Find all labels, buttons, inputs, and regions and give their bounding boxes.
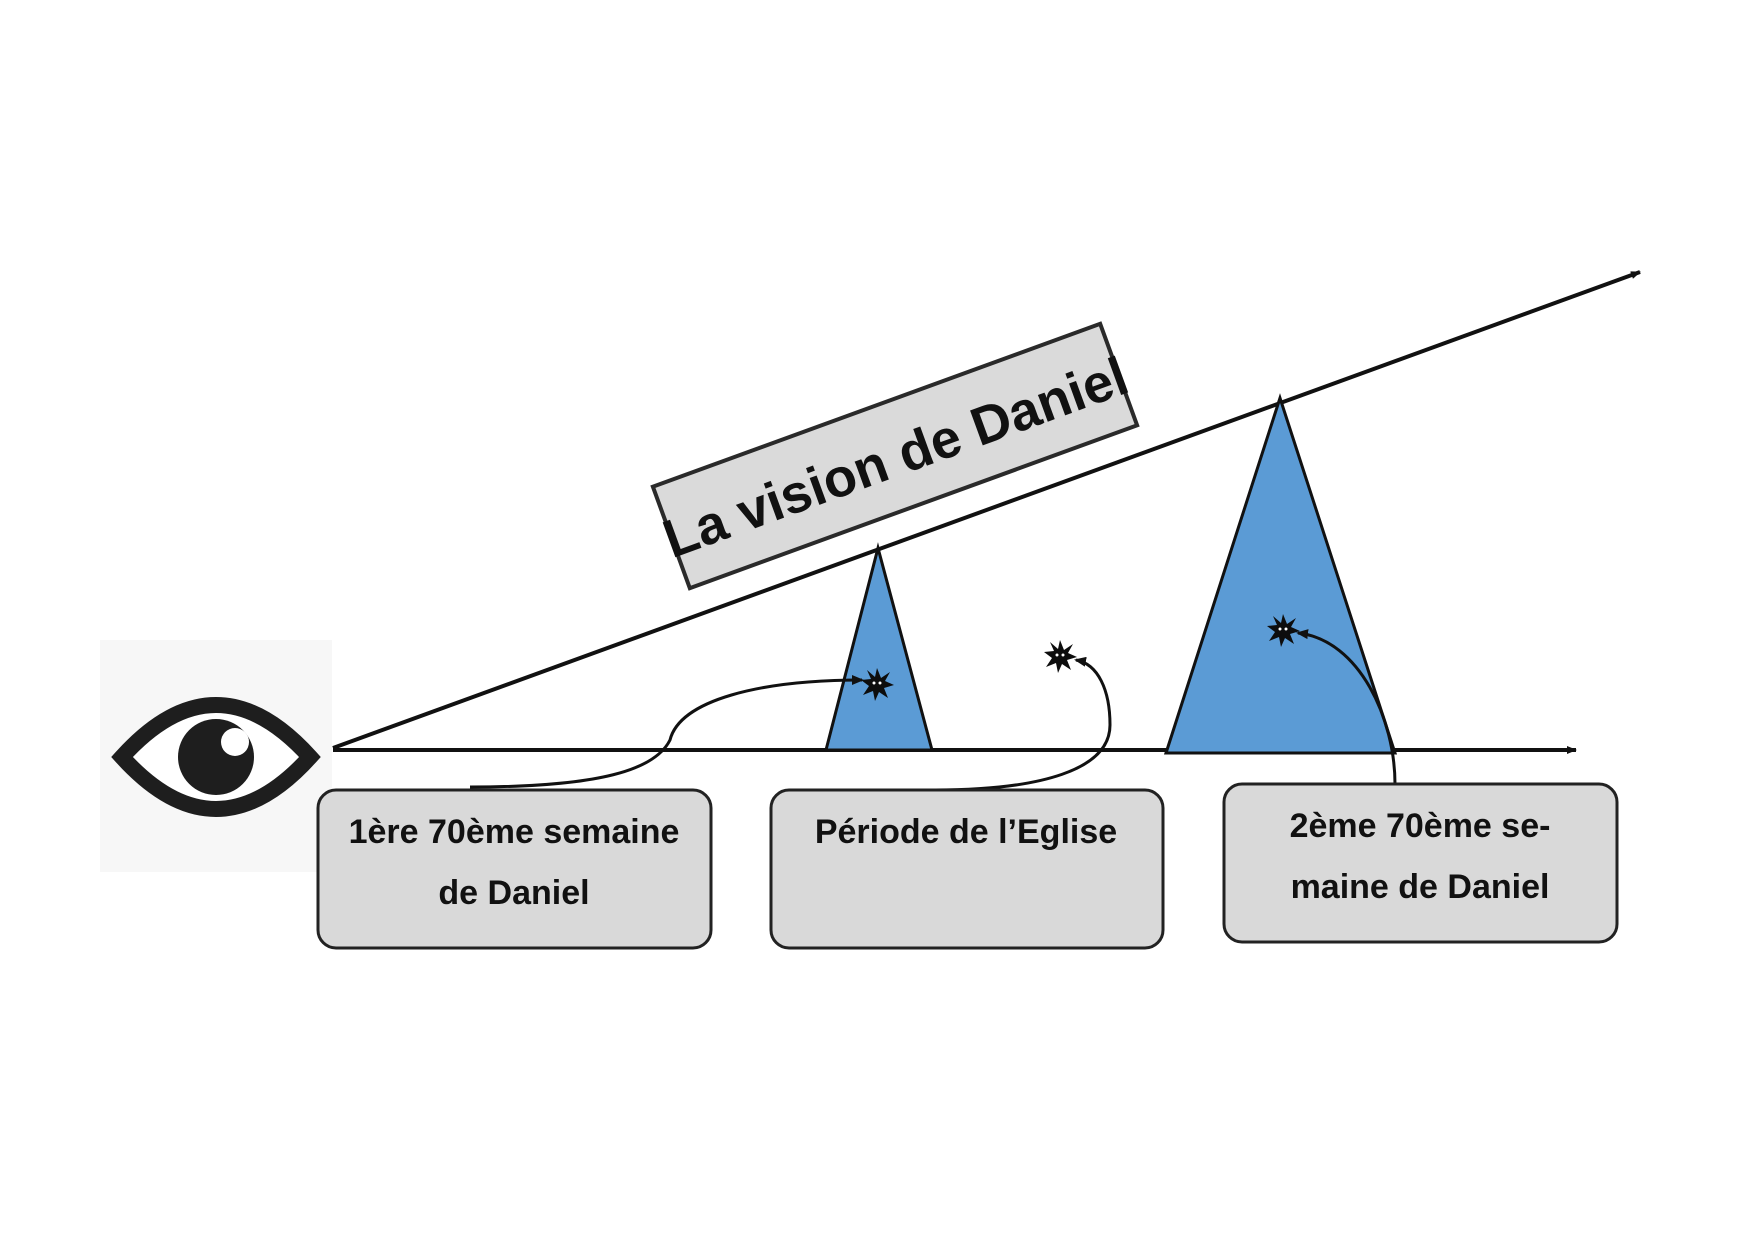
large-triangle [1163, 393, 1398, 755]
vision-line [332, 270, 1641, 750]
spiky-star-icon [1044, 640, 1077, 673]
small-triangle [824, 542, 934, 752]
box-church-period: Période de l’Eglise [769, 788, 1165, 950]
box-church-period-line1: Période de l’Eglise [815, 813, 1117, 851]
spiky-star-icon [861, 668, 894, 701]
box-first-week: 1ère 70ème semaine de Daniel [316, 788, 713, 950]
eye-icon [100, 640, 332, 872]
connector-arrow-3 [1296, 629, 1397, 785]
box-first-week-line1: 1ère 70ème semaine [349, 813, 680, 851]
spiky-star-icon [1267, 614, 1300, 647]
box-second-week-line1: 2ème 70ème se- [1290, 807, 1551, 845]
box-first-week-line2: de Daniel [438, 874, 589, 912]
title-label: La vision de Daniel [650, 321, 1140, 591]
connector-arrow-2 [934, 656, 1112, 792]
connector-arrow-1 [469, 675, 864, 789]
box-second-week-line2: maine de Daniel [1291, 868, 1550, 906]
box-second-week: 2ème 70ème se- maine de Daniel [1222, 782, 1619, 944]
